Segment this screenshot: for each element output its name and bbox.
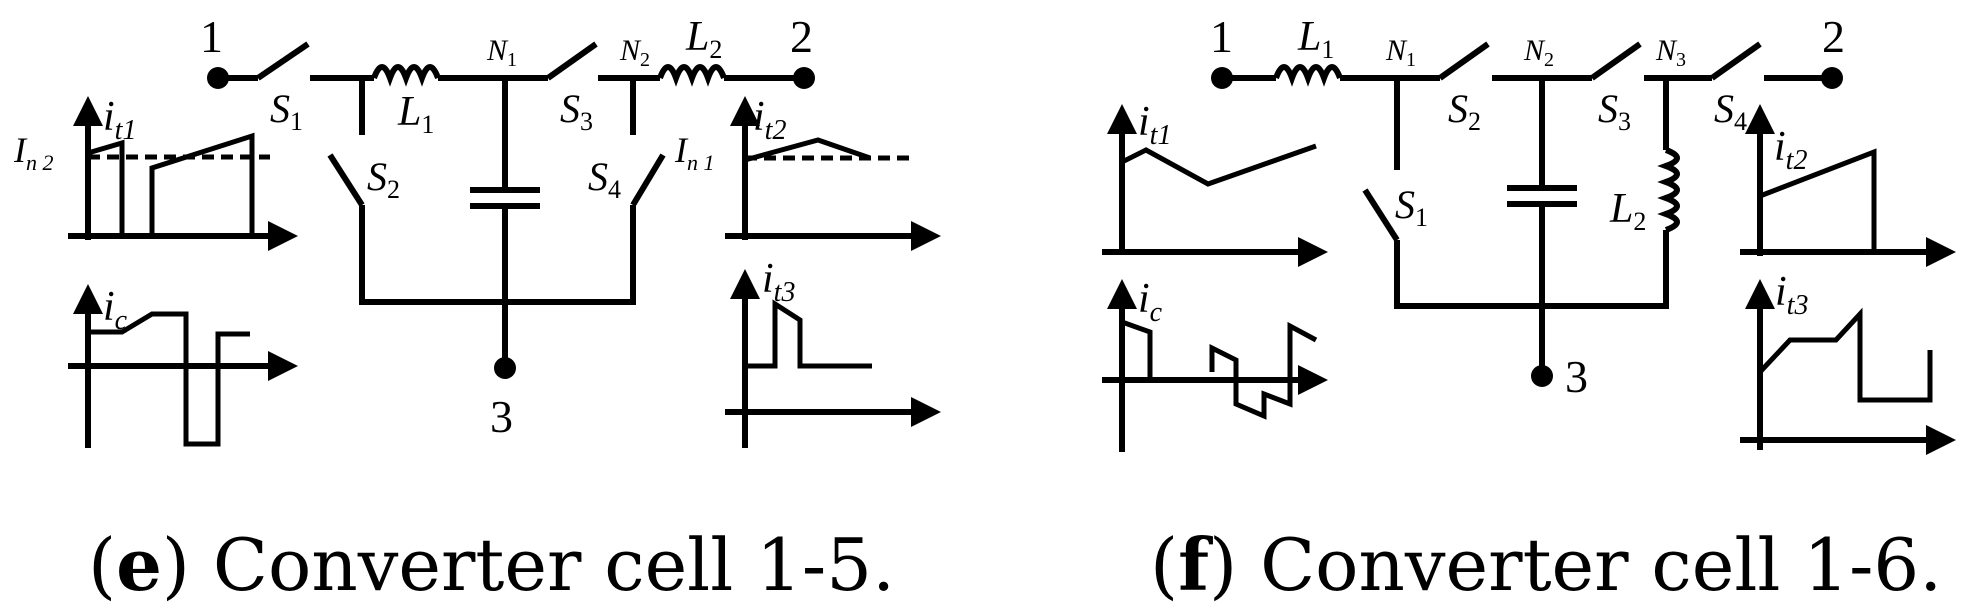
switch-s4: [630, 153, 666, 207]
terminal-3-node: [494, 357, 516, 379]
switch-s2-label: S2: [367, 154, 400, 204]
panel-f-circuit: 1 L1 N1 S2 N2 S3 N3 S4 2 S1: [1210, 11, 1845, 402]
inductor-l2-label: L2: [1609, 186, 1646, 236]
switch-s1-label: S1: [270, 86, 303, 136]
terminal-2-node: [793, 67, 815, 89]
terminal-2-label: 2: [790, 11, 813, 62]
switch-s3: [1590, 41, 1642, 81]
level-in1-label: In 1: [674, 130, 715, 175]
switch-s1: [256, 41, 310, 81]
inductor-l2-label: L2: [685, 14, 722, 64]
wave-it2-trace: [1759, 148, 1877, 252]
panel-e-wave-it1: it1 In 2: [13, 94, 298, 251]
inductor-l1-label: L1: [1297, 14, 1334, 64]
switch-s4-label: S4: [588, 154, 621, 204]
wave-it2-label: it2: [1774, 124, 1807, 176]
wave-ic-trace: [88, 311, 250, 447]
terminal-3-label: 3: [1565, 351, 1588, 402]
panel-f-wave-it3: it3: [1740, 269, 1956, 455]
terminal-1-label: 1: [1210, 11, 1233, 62]
inductor-l1-label: L1: [397, 89, 434, 139]
wave-it2-label: it2: [753, 94, 786, 146]
switch-s2-label: S2: [1448, 86, 1481, 136]
panel-f-wave-it1: it1: [1102, 99, 1328, 267]
panel-f-wave-ic: ic: [1102, 276, 1328, 452]
terminal-2-node: [1821, 67, 1843, 89]
switch-s1: [1362, 188, 1400, 242]
wave-it3-label: it3: [762, 256, 795, 308]
node-n3-label: N3: [1655, 34, 1686, 71]
node-n2-label: N2: [619, 34, 650, 71]
wave-it1-label: it1: [103, 94, 136, 146]
switch-s2: [1438, 41, 1490, 81]
switch-s3: [546, 41, 598, 81]
inductor-l2: [1657, 147, 1680, 233]
wave-it1-trace: [1119, 143, 1317, 187]
wave-it2-trace: [742, 137, 871, 170]
wave-it3-trace: [1758, 307, 1933, 403]
switch-s2: [327, 153, 365, 207]
level-in2-label: In 2: [13, 130, 54, 175]
inductor-l1: [1273, 64, 1343, 87]
terminal-2-label: 2: [1822, 11, 1845, 62]
switch-s4-label: S4: [1714, 86, 1747, 136]
node-n1-label: N1: [486, 34, 517, 71]
wave-ic-label: ic: [1138, 276, 1163, 328]
panel-e-wave-ic: ic: [68, 284, 298, 448]
terminal-3-node: [1531, 365, 1553, 387]
panel-f-wave-it2: it2: [1740, 104, 1956, 267]
caption-e: (e) Converter cell 1-5.: [88, 522, 895, 607]
inductor-l1: [371, 64, 441, 87]
terminal-3-label: 3: [490, 391, 513, 442]
switch-s1-label: S1: [1395, 182, 1428, 232]
node-n2-label: N2: [1523, 34, 1554, 71]
wave-ic-trace: [1121, 319, 1318, 420]
panel-e-circuit: 1 S1 L1 N1 S3 N2 L2 2 S2: [200, 11, 815, 442]
caption-f: (f) Converter cell 1-6.: [1150, 522, 1942, 607]
inductor-l2: [657, 64, 727, 87]
switch-s3-label: S3: [1598, 86, 1631, 136]
panel-e-wave-it3: it3: [725, 256, 941, 448]
terminal-1-label: 1: [200, 11, 223, 62]
wave-it1-trace: [85, 139, 125, 236]
wave-it3-trace: [745, 299, 872, 369]
node-n1-label: N1: [1385, 34, 1416, 71]
switch-s3-label: S3: [560, 86, 593, 136]
switch-s4: [1710, 41, 1762, 81]
wave-it1-label: it1: [1138, 99, 1171, 151]
wave-it3-label: it3: [1775, 269, 1808, 321]
panel-e-wave-it2: it2 In 1: [674, 94, 941, 251]
